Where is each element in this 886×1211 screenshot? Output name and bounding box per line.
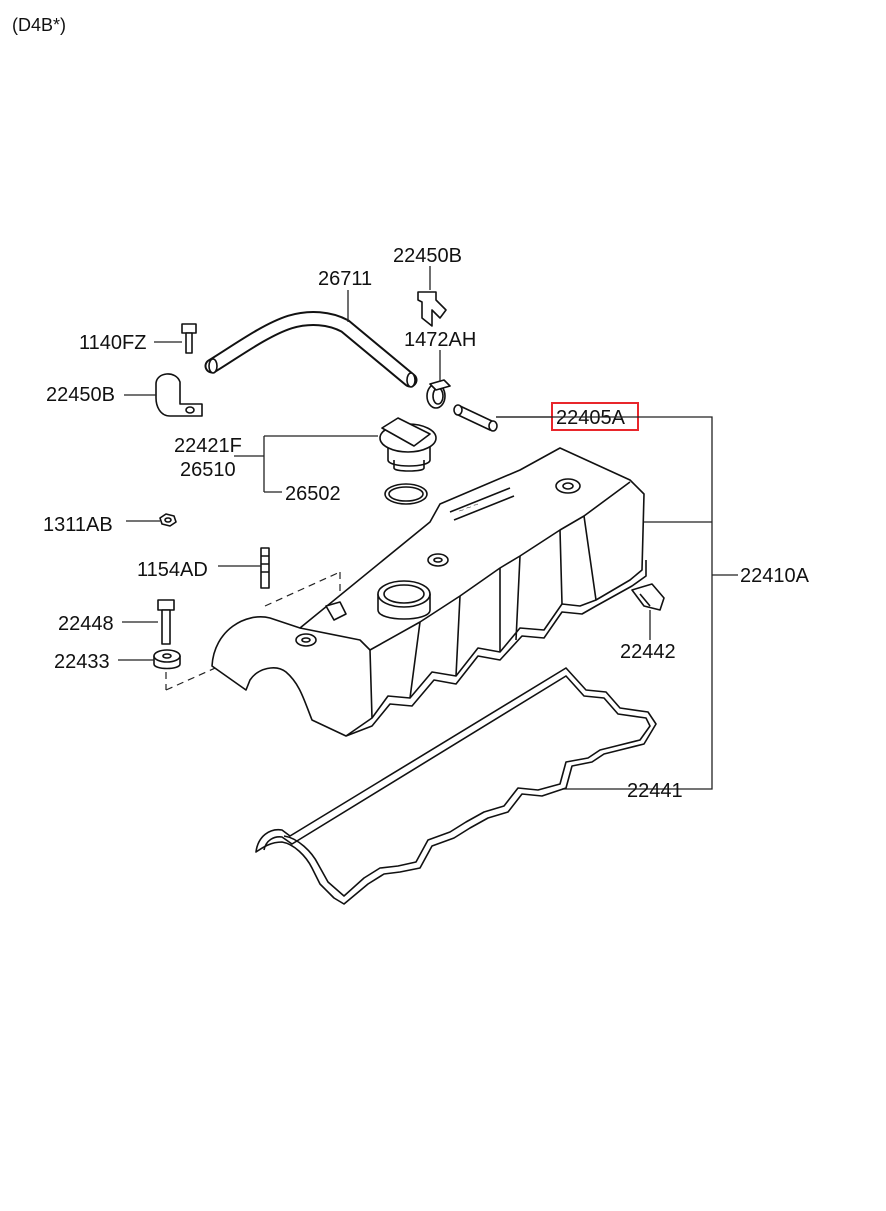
label-seal[interactable]: 22442 [620, 641, 676, 663]
leader-22410A [496, 416, 738, 790]
oil-filler-cap-drawing [379, 417, 437, 472]
seal-drawing [631, 583, 665, 611]
label-clip-top[interactable]: 22450B [393, 245, 462, 267]
nut-drawing [159, 513, 177, 527]
bolt-drawing [157, 599, 175, 645]
cover-gasket-drawing [255, 667, 657, 905]
label-cap-gasket[interactable]: 26502 [285, 483, 341, 505]
label-hose-clamp[interactable]: 1472AH [404, 329, 476, 351]
leader-22421F [234, 435, 378, 493]
label-rocker-cover[interactable]: 22410A [740, 565, 810, 587]
label-washer[interactable]: 22433 [54, 651, 110, 673]
label-bolt[interactable]: 22448 [58, 613, 114, 635]
label-cover-gasket[interactable]: 22441 [627, 780, 683, 802]
label-nut[interactable]: 1311AB [43, 514, 113, 536]
clip-top-drawing [417, 291, 447, 327]
label-bolt-left[interactable]: 1140FZ [79, 332, 146, 354]
bolt-left-drawing [181, 323, 197, 354]
clip-left-drawing [155, 373, 203, 417]
label-oil-filler-cap[interactable]: 22421F [174, 435, 242, 457]
engine-code: (D4B*) [12, 15, 66, 35]
breather-hose-drawing [204, 311, 418, 388]
label-oil-filler-cap-alt[interactable]: 26510 [180, 459, 236, 481]
dash-stud [264, 571, 341, 612]
label-clip-left[interactable]: 22450B [46, 384, 115, 406]
hose-clamp-drawing [426, 379, 451, 409]
label-breather-hose[interactable]: 26711 [318, 268, 372, 290]
nipple-drawing [453, 404, 498, 432]
cap-gasket-drawing [384, 483, 428, 505]
washer-drawing [153, 649, 181, 670]
rocker-cover-drawing: ~ ~ ~ [211, 447, 647, 737]
label-nipple[interactable]: 22405A [556, 407, 626, 429]
label-stud[interactable]: 1154AD [137, 559, 208, 581]
stud-drawing [260, 547, 270, 589]
